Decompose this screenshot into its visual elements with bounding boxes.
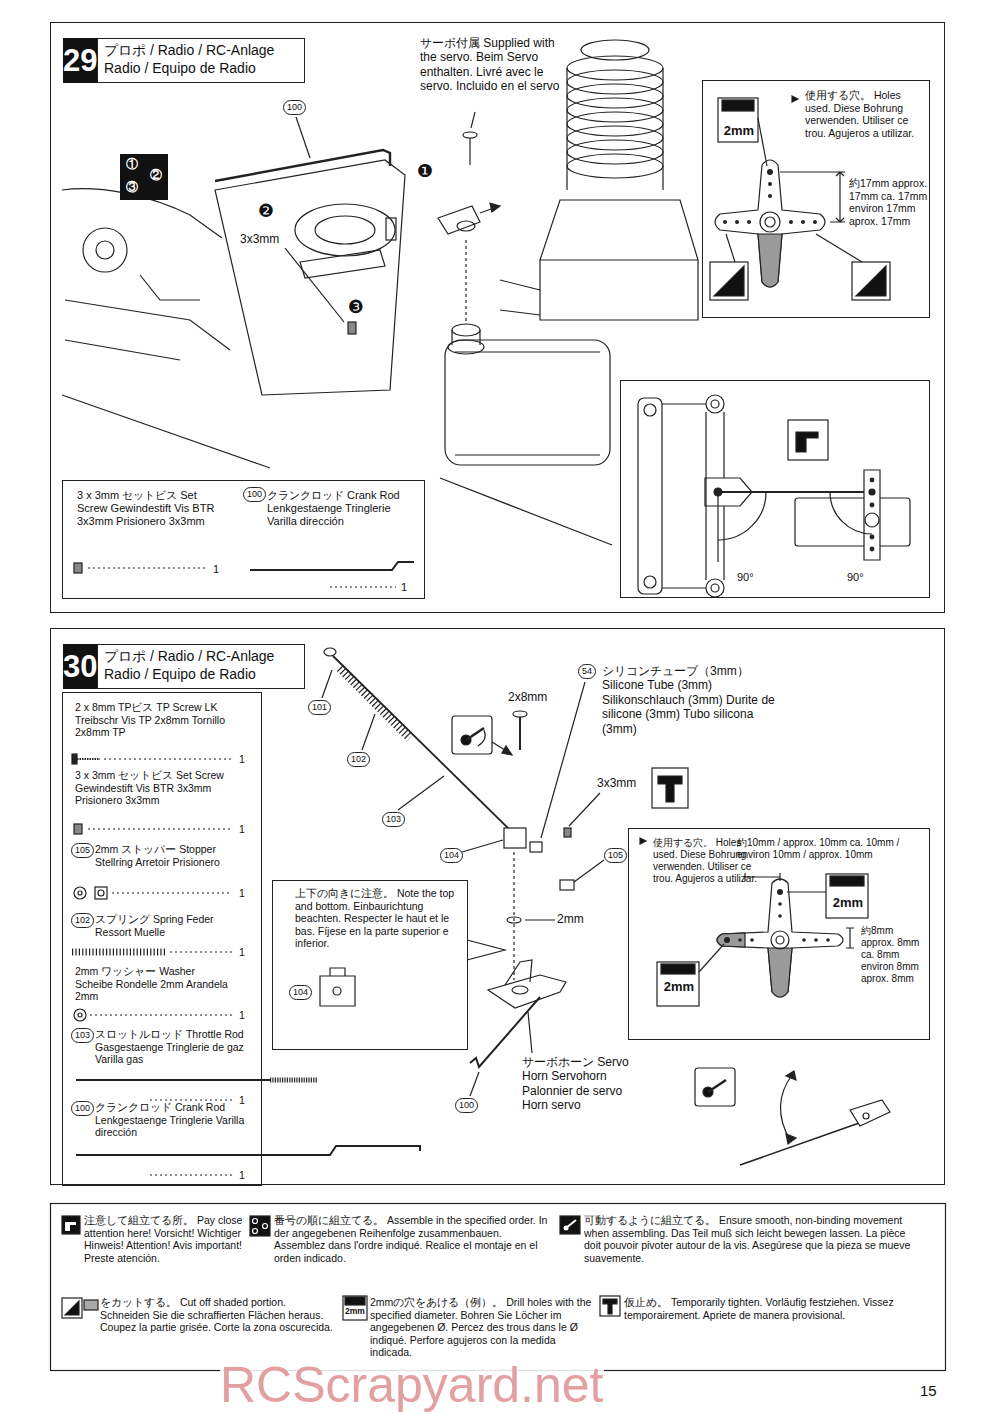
quantity: 1 xyxy=(213,563,219,576)
legend-text: 2mmの穴をあける（例）。 Drill holes with the speci… xyxy=(370,1296,592,1359)
dimension-text: 約10mm / approx. 10mm ca. 10mm / environ … xyxy=(737,837,927,861)
callout-number: 102 xyxy=(71,913,94,928)
drill-size: 2mm xyxy=(343,1306,367,1316)
part-name: サーボホーン Servo Horn Servohorn Palonnier de… xyxy=(522,1055,647,1113)
quantity: 1 xyxy=(239,1094,245,1107)
step-title: プロポ / Radio / RC-Anlage Radio / Equipo d… xyxy=(97,38,305,83)
hole-detail-box: 使用する穴。 Holes used. Diese Bohrung verwend… xyxy=(702,80,930,318)
legend-text: 注意して組立てる所。 Pay close attention here! Vor… xyxy=(84,1214,244,1264)
step-panel: 30プロポ / Radio / RC-Anlage Radio / Equipo… xyxy=(50,628,945,1185)
step-number: 29 xyxy=(63,38,97,83)
angle-text: 90° xyxy=(847,571,864,584)
callout-number: 103 xyxy=(71,1028,94,1043)
part-size: 3x3mm xyxy=(240,232,279,246)
servo-note: サーボ付属 Supplied with the servo. Beim Serv… xyxy=(420,36,560,94)
step-order-number: ❷ xyxy=(258,200,274,222)
quantity: 1 xyxy=(239,1169,245,1182)
callout-number: 103 xyxy=(382,812,405,827)
part-name: 2 x 8mm TPビス TP Screw LK Treibschr Vis T… xyxy=(75,701,225,739)
callout-number: 104 xyxy=(289,985,312,1000)
callout-number: 104 xyxy=(440,848,463,863)
quantity: 1 xyxy=(239,1009,245,1022)
drill-size: 2mm xyxy=(719,123,759,139)
callout-number: 105 xyxy=(604,848,627,863)
callout-number: 100 xyxy=(71,1101,94,1116)
callout-number: 105 xyxy=(71,843,94,858)
step29-linkage-detail xyxy=(638,395,910,597)
part-size: 2mm xyxy=(557,912,584,926)
part-name: シリコンチューブ（3mm） Silicone Tube (3mm) Siliko… xyxy=(602,664,787,736)
part-name: 3 x 3mm セットビス Set Screw Gewindestift Vis… xyxy=(77,489,227,529)
order-mark: ① xyxy=(126,157,138,171)
legend-text: 可動するように組立てる。 Ensure smooth, non-binding … xyxy=(584,1214,924,1264)
callout-number: 102 xyxy=(347,752,370,767)
step-panel: 29プロポ / Radio / RC-Anlage Radio / Equipo… xyxy=(50,22,945,613)
callout-number: 100 xyxy=(283,100,306,115)
callout-number: 101 xyxy=(308,700,331,715)
step29-drawing xyxy=(62,40,698,545)
step30-hole-detail xyxy=(640,838,868,1006)
step-title: プロポ / Radio / RC-Anlage Radio / Equipo d… xyxy=(97,644,305,689)
legend-text: 番号の順に組立てる。 Assemble in the specified ord… xyxy=(274,1214,554,1264)
attention-detail-box: 90° 90° xyxy=(620,380,930,598)
parts-list-box: 2 x 8mm TPビス TP Screw LK Treibschr Vis T… xyxy=(62,692,262,1186)
callout-number: 100 xyxy=(243,487,266,502)
part-name: クランクロッド Crank Rod Lenkgestaenge Tringler… xyxy=(95,1101,245,1139)
dimension-text: 約8mm approx. 8mm ca. 8mm environ 8mm apr… xyxy=(861,925,927,985)
quantity: 1 xyxy=(239,823,245,836)
note-box: 上下の向きに注意。 Note the top and bottom. Einba… xyxy=(272,880,468,1050)
part-name: 2mm ワッシャー Washer Scheibe Rondelle 2mm Ar… xyxy=(75,965,235,1003)
quantity: 1 xyxy=(239,946,245,959)
step-order-number: ❶ xyxy=(417,160,433,182)
note-text: 上下の向きに注意。 Note the top and bottom. Einba… xyxy=(295,887,465,950)
legend-text: 仮止め。 Temporarily tighten. Vorläufig fest… xyxy=(624,1296,924,1321)
quantity: 1 xyxy=(239,887,245,900)
legend-text: をカットする。 Cut off shaded portion. Schneide… xyxy=(100,1296,335,1334)
angle-text: 90° xyxy=(737,571,754,584)
parts-list-box: 3 x 3mm セットビス Set Screw Gewindestift Vis… xyxy=(62,480,425,599)
callout-number: 54 xyxy=(578,664,596,679)
part-name: クランクロッド Crank Rod Lenkgestaenge Tringler… xyxy=(267,489,407,529)
page-number: 15 xyxy=(920,1382,937,1400)
dimension-text: 約17mm approx. 17mm ca. 17mm environ 17mm… xyxy=(849,177,929,227)
quantity: 1 xyxy=(239,753,245,766)
step-number: 30 xyxy=(63,644,97,689)
callout-number: 100 xyxy=(455,1098,478,1113)
order-mark: ③ xyxy=(126,180,138,194)
step-order-number: ❸ xyxy=(348,296,364,318)
part-name: 3 x 3mm セットビス Set Screw Gewindestift Vis… xyxy=(75,769,225,807)
part-size: 3x3mm xyxy=(597,776,636,790)
note-text: 使用する穴。 Holes used. Diese Bohrung verwend… xyxy=(805,89,927,139)
drill-size: 2mm xyxy=(827,895,869,911)
parts-icons xyxy=(72,562,420,1175)
part-size: 2x8mm xyxy=(508,690,547,704)
watermark: RCScrapyard.net xyxy=(220,1360,604,1410)
hole-detail-box: 使用する穴。 Holes used. Diese Bohrung verwend… xyxy=(628,828,930,1040)
part-name: スプリング Spring Feder Ressort Muelle xyxy=(95,913,235,938)
legend-icons xyxy=(51,1204,946,1371)
part-name: 2mm ストッパー Stopper Stellring Arretoir Pri… xyxy=(95,843,245,868)
drill-size: 2mm xyxy=(658,979,700,995)
part-name: スロットルロッド Throttle Rod Gasgestaenge Tring… xyxy=(95,1028,245,1066)
quantity: 1 xyxy=(401,581,407,594)
order-mark: ② xyxy=(150,168,162,182)
